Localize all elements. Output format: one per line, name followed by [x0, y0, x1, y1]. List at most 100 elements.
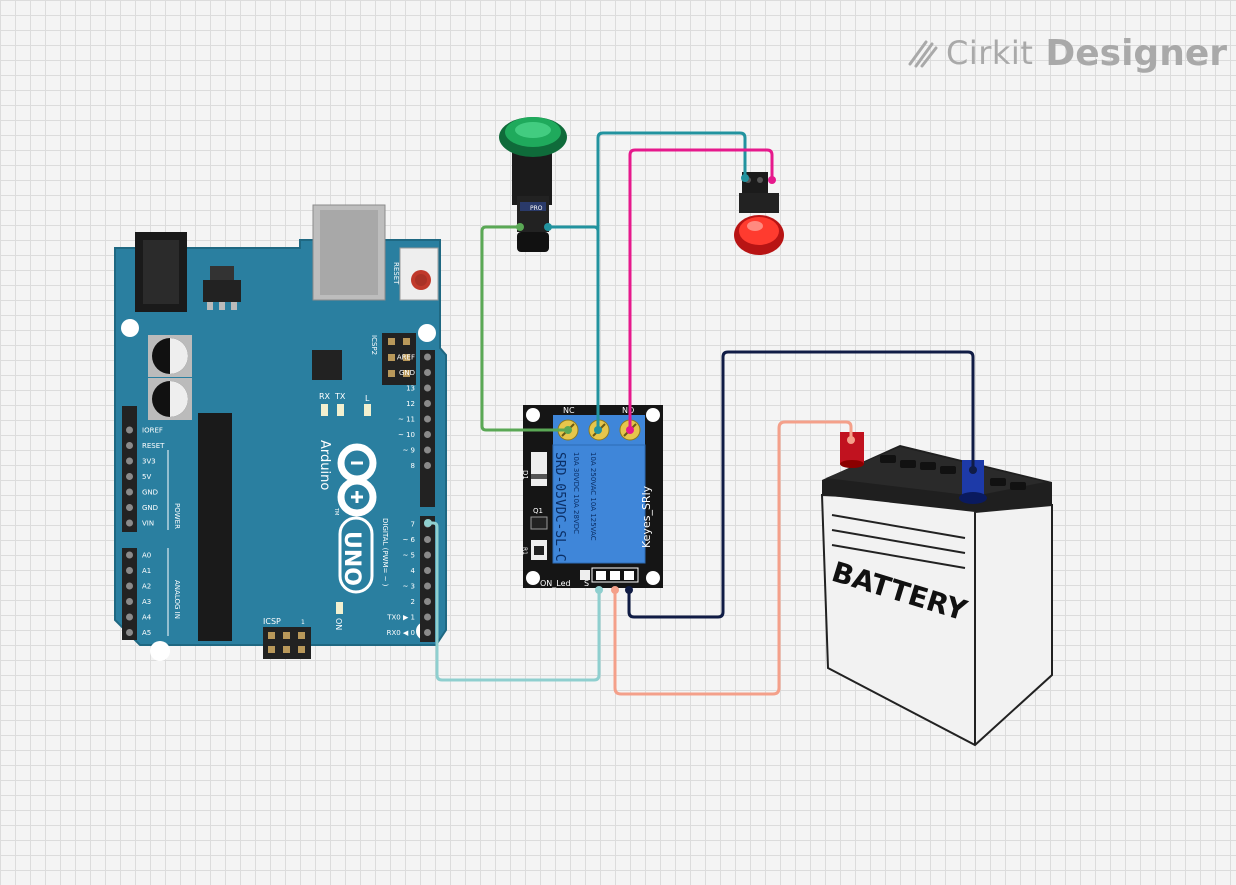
wire-lightteal[interactable] [428, 521, 601, 682]
pin-label: TX0 ▶ 1 [386, 614, 415, 622]
pin-s[interactable] [596, 571, 606, 580]
capacitor [148, 335, 192, 377]
relay-brand-text: Keyes_SRly [640, 485, 653, 548]
relay-body [552, 444, 646, 564]
battery[interactable]: BATTERY [820, 432, 1053, 747]
header-pin[interactable] [424, 598, 431, 605]
header-pin[interactable] [424, 400, 431, 407]
icsp2-header [382, 333, 416, 385]
header-pin[interactable] [126, 519, 133, 527]
header-pin[interactable] [424, 551, 431, 559]
header-pin[interactable] [424, 536, 431, 543]
cirkit-logo-icon [908, 40, 938, 68]
pin-label: AREF [397, 354, 415, 362]
pin-label: A3 [142, 598, 151, 606]
header-pin[interactable] [424, 629, 431, 636]
icsp2-label: ICSP2 [370, 335, 378, 355]
icsp-label: ICSP [263, 617, 281, 626]
header-pin[interactable] [126, 598, 133, 605]
pin-label: A1 [142, 567, 151, 575]
voltage-regulator [203, 280, 241, 302]
led-on [336, 602, 343, 614]
pin-label: RX0 ◀ 0 [387, 629, 415, 637]
relay-nc-label: NC [563, 406, 575, 415]
power-header [122, 406, 137, 532]
header-pin[interactable] [126, 473, 133, 480]
arduino-tm-text: TM [333, 507, 339, 515]
header-pin[interactable] [126, 488, 133, 496]
transistor-q1 [530, 516, 548, 530]
header-pin[interactable] [126, 613, 133, 621]
digital-header-bottom [420, 516, 435, 642]
header-pin[interactable] [424, 384, 431, 392]
led-tx [337, 404, 344, 416]
reset-label: RESET [392, 262, 400, 285]
header-pin[interactable] [424, 353, 431, 361]
header-pin[interactable] [424, 415, 431, 423]
pin-label: A5 [142, 629, 151, 637]
battery-positive-terminal[interactable] [840, 432, 864, 468]
header-pin[interactable] [424, 582, 431, 590]
arduino-uno-board[interactable]: RESET ICSP2 [114, 204, 447, 661]
battery-negative-terminal[interactable] [959, 460, 987, 504]
q1-label: Q1 [533, 507, 543, 515]
header-pin[interactable] [424, 462, 431, 469]
header-pin[interactable] [126, 629, 133, 636]
header-pin[interactable] [126, 504, 133, 511]
pin-label: ~ 10 [398, 431, 415, 439]
header-pin[interactable] [424, 567, 431, 574]
logo-designer-text: Designer [1045, 32, 1227, 74]
red-indicator-lamp[interactable] [734, 172, 784, 255]
uno-model-text: UNO [339, 531, 364, 586]
usb-controller-chip [312, 350, 342, 380]
header-pin[interactable] [424, 369, 431, 376]
pin-label: IOREF [142, 427, 163, 435]
green-indicator-lamp[interactable]: PRO [499, 117, 567, 252]
pin-label: RESET [142, 442, 165, 450]
header-pin[interactable] [424, 431, 431, 438]
analog-in-label: ANALOG IN [173, 580, 181, 619]
pin-label: ~ 11 [398, 416, 415, 424]
signal-label: S [584, 579, 589, 588]
pin-label: 3V3 [142, 458, 156, 466]
atmega-chip [198, 413, 232, 641]
header-pin[interactable] [424, 446, 431, 454]
header-pin[interactable] [424, 613, 431, 621]
on-led-label: ON_Led [540, 579, 571, 588]
wire-teal[interactable] [548, 131, 747, 430]
header-pin[interactable] [126, 582, 133, 590]
wire-navy[interactable] [627, 350, 975, 619]
capacitor [148, 378, 192, 420]
uno-badge [338, 516, 374, 594]
relay-spec-line1: 10A 250VAC 10A 125VAC [589, 452, 597, 541]
pin-label: ~ 3 [402, 583, 415, 591]
wire-pink[interactable] [628, 148, 774, 430]
green-lamp-brand: PRO [530, 205, 543, 212]
pin-vcc[interactable] [610, 571, 620, 580]
wire-green[interactable] [480, 225, 568, 432]
led-tx-label: TX [334, 392, 346, 401]
pin-label: 7 [411, 521, 415, 529]
pin-label: A2 [142, 583, 151, 591]
pin-label: 4 [411, 567, 416, 575]
wire-salmon[interactable] [613, 420, 853, 696]
header-pin[interactable] [126, 426, 133, 434]
header-pin[interactable] [126, 567, 133, 574]
digital-header-top [420, 350, 435, 507]
pin-label: 8 [411, 462, 415, 470]
relay-module[interactable]: NC NO SRD-05VDC-SL-C 10A 250VAC 10A 125V… [521, 405, 663, 588]
logo-cirkit-text: Cirkit [946, 34, 1034, 72]
pin-label: 13 [406, 385, 415, 393]
analog-header [122, 548, 137, 640]
led-rx [321, 404, 328, 416]
header-pin[interactable] [126, 442, 133, 449]
reset-button[interactable] [399, 247, 439, 301]
icsp-header [263, 627, 311, 659]
d1-label: D1 [521, 470, 529, 480]
pin-label: 2 [411, 598, 415, 606]
header-pin[interactable] [126, 457, 133, 465]
header-pin[interactable] [126, 551, 133, 559]
pin-gnd[interactable] [624, 571, 634, 580]
icsp-pin1-label: 1 [301, 619, 305, 626]
